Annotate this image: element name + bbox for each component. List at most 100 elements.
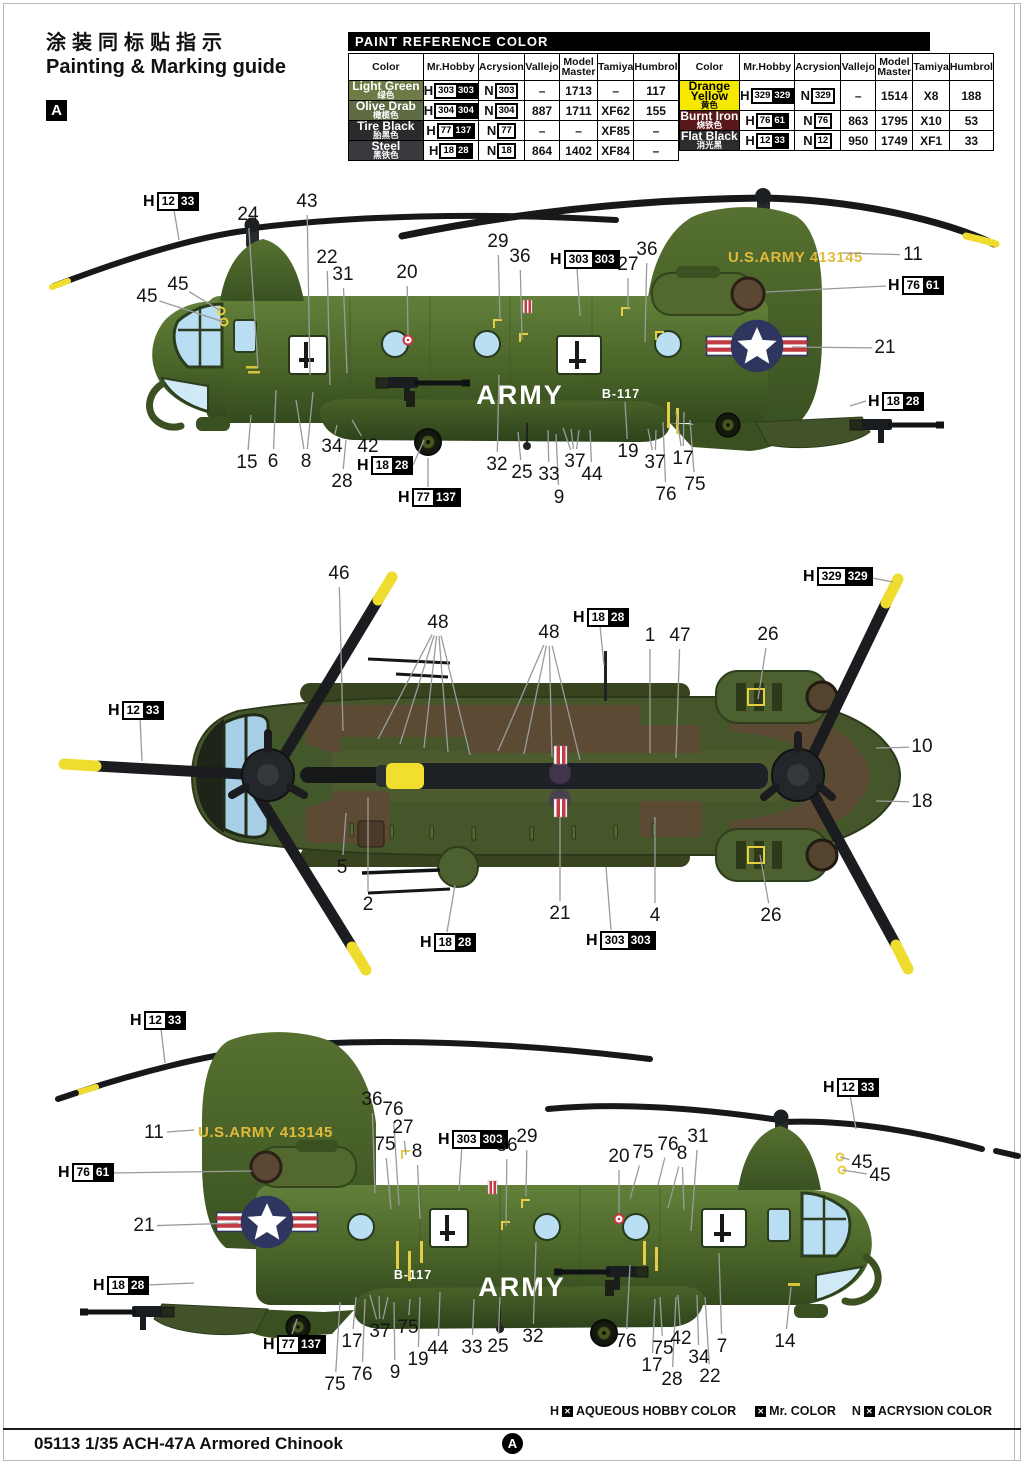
callout-number-15: 15 (236, 452, 258, 473)
stripe-flag-marking (522, 299, 533, 314)
callout-number-8: 8 (300, 451, 312, 472)
gunner-door (429, 1208, 469, 1248)
callout-number-18: 18 (911, 791, 933, 812)
engine-pod-bottom (715, 828, 839, 882)
cockpit-frame (802, 1195, 846, 1256)
cabin-window (622, 1213, 650, 1241)
callout-number-28: 28 (661, 1369, 683, 1390)
stripe-flag-marking (487, 1180, 498, 1195)
fuselage (256, 1185, 818, 1305)
callout-number-42: 42 (357, 436, 379, 457)
callout-number-19: 19 (617, 441, 639, 462)
paint-code-value: 887 (523, 100, 561, 121)
callout-number-10: 10 (911, 736, 933, 757)
paint-code-value: 1514 (875, 80, 914, 111)
top-view-illustration (58, 571, 914, 976)
step-ring (835, 1152, 845, 1162)
gunner-door (556, 335, 602, 375)
callout-number-17: 17 (641, 1355, 663, 1376)
checkbox-icon: ✕ (755, 1405, 767, 1417)
callout-number-21: 21 (874, 337, 896, 358)
serial-marking: U.S.ARMY 413145 (728, 249, 863, 266)
callout-number-17: 17 (672, 448, 694, 469)
callout-number-21: 21 (133, 1215, 155, 1236)
stripe-flag-marking (553, 798, 568, 818)
rear-wheel (715, 412, 741, 438)
callout-number-33: 33 (538, 464, 560, 485)
column-header: Color (678, 53, 741, 81)
engine-pod-top (715, 670, 839, 724)
callout-number-8: 8 (411, 1141, 423, 1162)
callout-number-6: 6 (267, 451, 279, 472)
sponson (354, 1286, 704, 1329)
column-header: Acrysion (794, 53, 842, 81)
column-header: Model Master (559, 53, 598, 81)
stripe-flag-marking (553, 745, 568, 765)
rotor-head-front (228, 729, 308, 802)
column-header: Color (348, 53, 424, 81)
paint-code-value: – (523, 80, 561, 101)
callout-number-48: 48 (427, 612, 449, 633)
aft-gun-platform (153, 1303, 269, 1335)
callout-number-76: 76 (351, 1364, 373, 1385)
callout-number-76: 76 (382, 1099, 404, 1120)
callout-number-37: 37 (369, 1321, 391, 1342)
cabin-window (654, 330, 682, 358)
column-header: Vallejo (523, 53, 561, 81)
footer-rule (3, 1428, 1021, 1430)
cockpit-glass (800, 1191, 852, 1258)
side-view-port-illustration: U.S.ARMY 413145 ARMY B-117 (55, 1032, 1021, 1347)
code-marking: B-117 (602, 387, 640, 401)
belly-turret (361, 846, 479, 888)
gunner-door (288, 335, 328, 375)
sheet-letter-badge: A (46, 100, 67, 121)
callout-number-76: 76 (657, 1134, 679, 1155)
chin-glass (815, 1265, 864, 1302)
callout-number-31: 31 (332, 264, 354, 285)
callout-number-76: 76 (615, 1331, 637, 1352)
chin-fairing (196, 417, 230, 431)
callout-number-34: 34 (688, 1347, 710, 1368)
paint-code-value: XF1 (912, 130, 950, 151)
legend-mr-color: ✕ Mr. COLOR (752, 1404, 836, 1418)
paint-code-value: XF84 (596, 140, 635, 161)
callout-number-20: 20 (396, 262, 418, 283)
callout-number-45: 45 (851, 1152, 873, 1173)
callout-number-32: 32 (486, 454, 508, 475)
callout-number-75: 75 (632, 1142, 654, 1163)
column-header: Tamiya (596, 53, 635, 81)
front-pylon (738, 1126, 821, 1190)
paint-code-value: X10 (912, 110, 950, 131)
paint-code-value: – (840, 80, 877, 111)
callout-number-8: 8 (676, 1143, 688, 1164)
callout-number-33: 33 (461, 1337, 483, 1358)
product-title: 05113 1/35 ACH-47A Armored Chinook (34, 1434, 343, 1453)
side-gun-barrels (367, 657, 451, 679)
column-header: Humbrol (948, 53, 995, 81)
callout-number-11: 11 (903, 244, 923, 265)
callout-number-25: 25 (487, 1336, 509, 1357)
callout-number-75: 75 (652, 1338, 674, 1359)
callout-number-75: 75 (324, 1374, 346, 1395)
callout-number-28: 28 (331, 471, 353, 492)
callout-number-2: 2 (362, 894, 374, 915)
